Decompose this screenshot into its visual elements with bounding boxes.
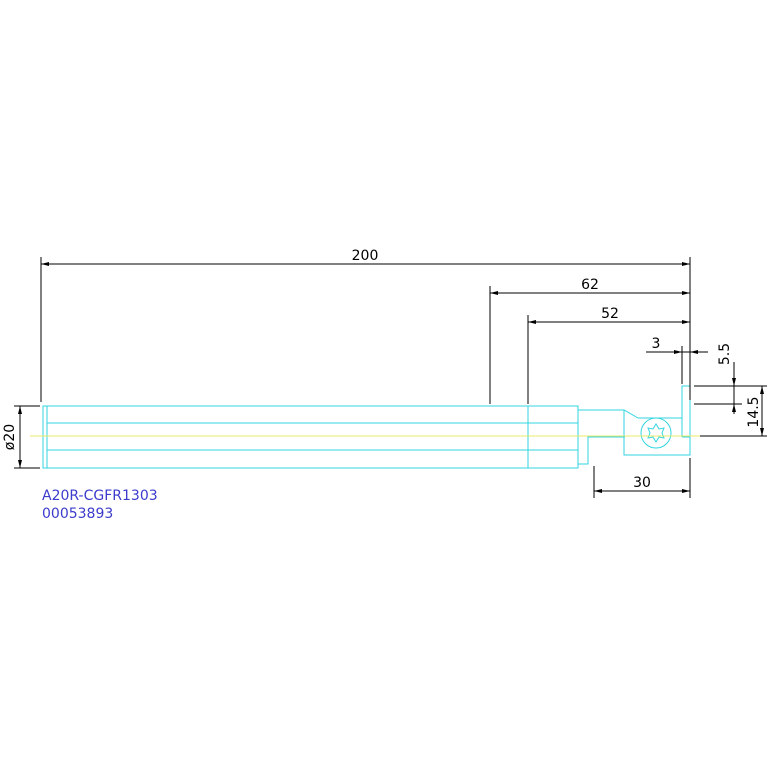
dim-text-5-5: 5.5 [717, 343, 733, 365]
dim-diameter-20: ø20 [2, 405, 40, 469]
dim-overall-length: 200 [40, 248, 691, 402]
dim-text-200: 200 [352, 248, 379, 264]
dim-text-52: 52 [601, 306, 619, 322]
dim-width-3: 3 [646, 336, 708, 384]
torx-screw-icon [640, 417, 672, 449]
dim-text-30: 30 [633, 475, 651, 491]
dim-length-30: 30 [593, 458, 691, 498]
tool-body [42, 385, 691, 469]
dim-height-14-5: 14.5 [700, 385, 767, 437]
part-number-label: A20R-CGFR1303 [42, 488, 158, 504]
dim-text-3: 3 [652, 336, 661, 352]
dim-length-52: 52 [527, 306, 690, 404]
dim-text-diameter: ø20 [2, 424, 18, 450]
dim-text-14-5: 14.5 [746, 396, 762, 427]
article-number-label: 00053893 [42, 506, 113, 522]
dim-length-62: 62 [489, 277, 690, 404]
dim-height-5-5: 5.5 [694, 343, 742, 414]
dim-text-62: 62 [581, 277, 599, 293]
shank [42, 405, 579, 469]
